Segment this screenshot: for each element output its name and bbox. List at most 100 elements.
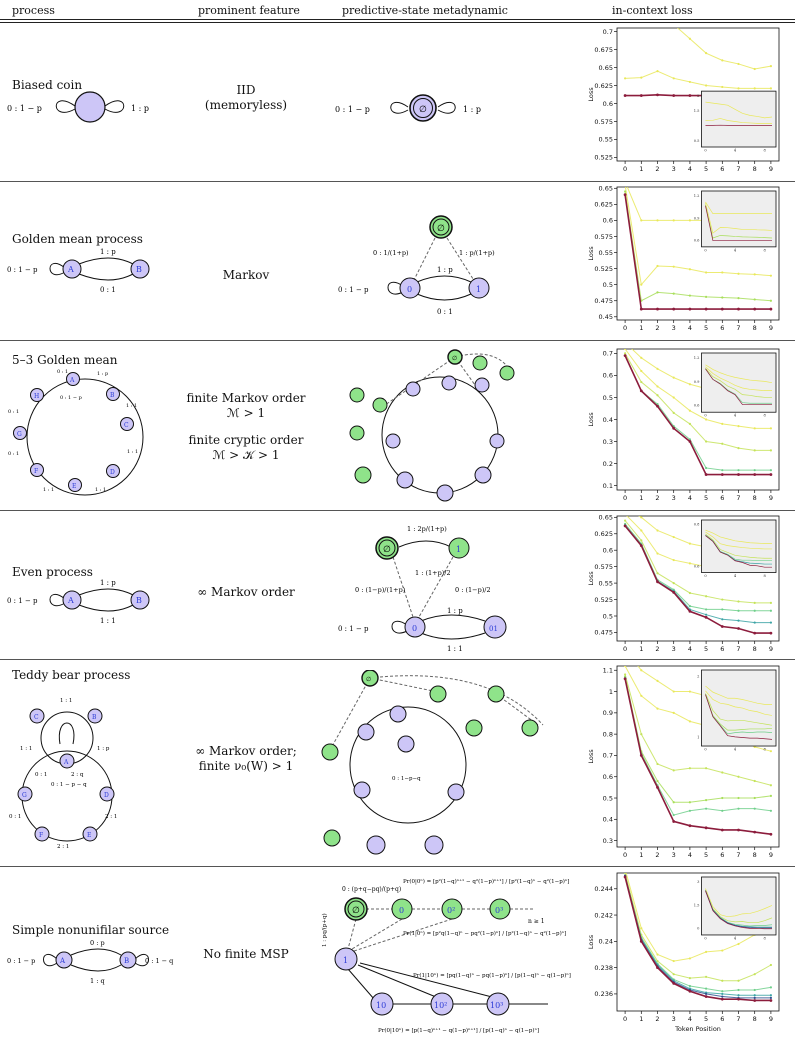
feature-line: finite ν₀(W) > 1 (198, 759, 294, 773)
edge-label: 1 : 1 (100, 617, 116, 625)
data-point (769, 621, 772, 624)
y-tick-label: 1.1 (603, 667, 613, 675)
state-label: G (17, 431, 22, 438)
state-node (448, 537, 470, 559)
y-tick-label: 0.625 (594, 201, 613, 209)
state-label: A (63, 759, 69, 766)
data-point (623, 354, 627, 358)
edge-label: 0 : 1 (35, 772, 47, 778)
data-point (769, 427, 772, 430)
state-label: F (34, 468, 38, 475)
data-point (688, 383, 691, 386)
x-tick-label: 8 (753, 645, 757, 653)
x-tick-label: 0 (623, 851, 627, 859)
inset-y-tick-label: 2 (697, 675, 699, 679)
header-feature: prominent feature (198, 4, 300, 17)
state-label: ∅ (366, 676, 371, 683)
series-line (624, 187, 771, 286)
data-point (672, 820, 676, 823)
inset-y-tick-label: 1.2 (694, 194, 700, 198)
data-point (769, 87, 772, 90)
inset-series-line (705, 529, 772, 544)
x-tick-label: 8 (753, 1015, 757, 1023)
data-point (705, 987, 708, 990)
feature-line: (memoryless) (204, 98, 288, 112)
data-point (672, 973, 675, 976)
data-point (721, 771, 724, 774)
edge-label: 0 : 1 − p − q (51, 782, 87, 788)
edge-label: 0 : 1 − p (338, 286, 369, 294)
state-label: 0³ (495, 906, 503, 915)
y-tick-label: 0.65 (599, 64, 613, 72)
series-line (624, 353, 771, 451)
data-point (769, 449, 772, 452)
y-tick-label: 0.475 (594, 297, 613, 305)
data-point (672, 426, 676, 430)
inset-series-line (705, 690, 773, 716)
feature-line: Markov (222, 268, 270, 282)
data-point (720, 997, 724, 1001)
data-point (640, 380, 643, 384)
state-label: ∅ (352, 906, 360, 916)
inset-series-line (705, 366, 772, 392)
data-point (688, 690, 691, 693)
x-tick-label: 8 (753, 494, 757, 502)
y-tick-label: 0.1 (603, 482, 613, 490)
state-label: 10³ (490, 1001, 503, 1010)
data-point (753, 469, 756, 472)
data-point (705, 418, 708, 421)
inset-x-tick-label: 0 (704, 414, 707, 418)
y-tick-label: 0.3 (603, 438, 613, 446)
data-point (672, 77, 675, 80)
data-point (737, 62, 740, 66)
series-line (624, 194, 771, 310)
y-tick-label: 0.236 (594, 990, 613, 998)
x-tick-label: 2 (655, 645, 659, 653)
data-point (656, 385, 659, 388)
series-line (624, 525, 771, 634)
inset-series-line (705, 205, 772, 241)
y-tick-label: 0.5 (603, 281, 613, 289)
y-tick-label: 0.242 (594, 911, 613, 919)
data-point (688, 977, 691, 980)
state-node (489, 898, 511, 920)
inset-series-line (705, 535, 772, 568)
data-point (704, 615, 708, 619)
data-point (639, 389, 643, 393)
data-point (721, 296, 724, 299)
row-divider (0, 866, 795, 867)
data-point (624, 349, 627, 351)
y-tick-label: 0.525 (594, 265, 613, 273)
data-point (721, 271, 724, 274)
data-point (753, 67, 756, 71)
data-point (737, 627, 740, 630)
state-node (74, 91, 106, 123)
data-point (639, 94, 643, 97)
data-point (672, 769, 675, 772)
y-tick-label: 0.575 (594, 233, 613, 241)
y-tick-label: 0.625 (594, 82, 613, 90)
data-point (688, 609, 692, 613)
data-point (688, 801, 691, 804)
data-point (656, 953, 659, 956)
data-point (672, 219, 675, 222)
data-point (769, 784, 772, 787)
data-point (737, 307, 740, 311)
data-point (705, 613, 708, 616)
data-point (769, 996, 772, 999)
data-point (769, 299, 772, 302)
y-tick-label: 0.9 (603, 709, 613, 717)
edge-label: 1 : 1 (126, 403, 137, 409)
data-point (640, 539, 643, 542)
data-point (624, 666, 627, 668)
data-point (737, 988, 740, 992)
feature-line: ∞ Markov order; (195, 744, 297, 758)
row-53-golden-mean: 5–3 Golden mean finite Markov order ℳ > … (0, 341, 795, 510)
data-point (769, 469, 772, 472)
y-tick-label: 0.525 (594, 154, 613, 162)
data-point (656, 785, 659, 789)
state-label: 10² (434, 1001, 447, 1010)
data-point (769, 65, 772, 68)
data-point (688, 409, 691, 412)
state-node (483, 615, 507, 639)
